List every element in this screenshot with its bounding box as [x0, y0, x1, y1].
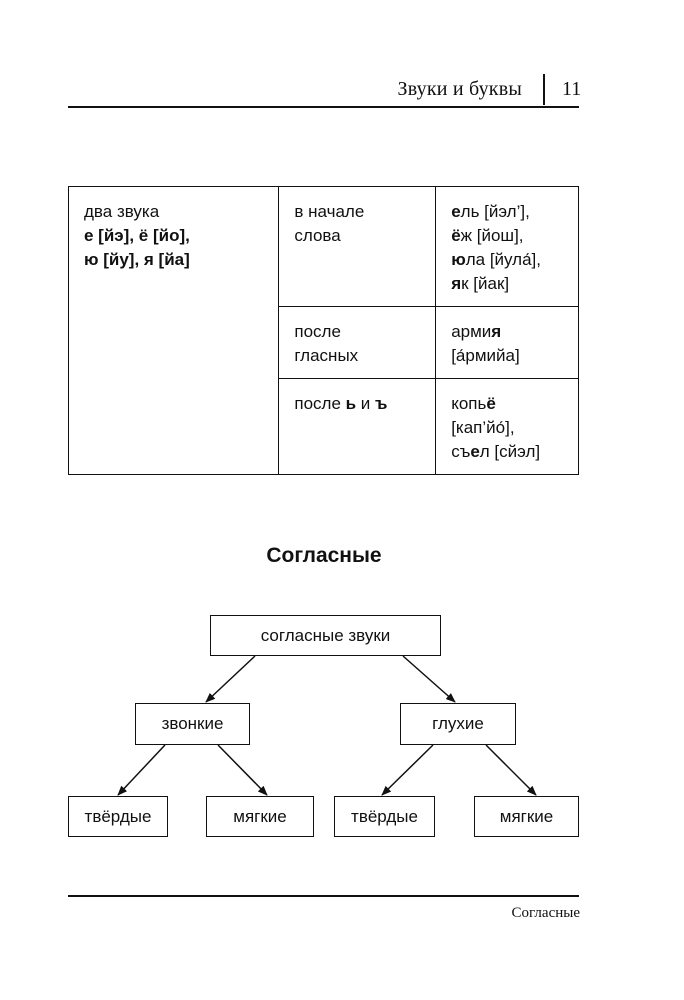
example-line: армия [451, 320, 563, 344]
node-consonant-sounds: согласные звуки [210, 615, 441, 656]
example-rest: к [йак] [461, 274, 510, 293]
examples-cell: копьё [кап’йо́], съел [сйэл] [435, 378, 579, 475]
position-text: после гласных [294, 322, 359, 365]
node-soft-voiceless: мягкие [474, 796, 579, 837]
example-rest: копь [451, 394, 487, 413]
node-voiced: звонкие [135, 703, 250, 745]
header-rule [68, 106, 579, 108]
example-transcription: [кап’йо́], [451, 418, 515, 437]
example-line: юла [йула́], [451, 248, 563, 272]
header-separator [543, 74, 545, 105]
example-transcription: [а́рмийа] [451, 346, 520, 365]
arrow [217, 744, 268, 796]
running-footer: Согласные [511, 905, 580, 921]
vowel-table: два звука е [йэ], ё [йо], ю [йу], я [йа]… [67, 186, 579, 475]
example-rest: ль [йэл’], [460, 202, 530, 221]
arrow [381, 744, 434, 796]
arrow [117, 744, 166, 796]
position-cell: в начале слова [278, 186, 437, 307]
example-letter: я [491, 322, 502, 341]
running-header-title: Звуки и буквы [397, 78, 522, 100]
example-letter: ё [451, 226, 461, 245]
example-line: ель [йэл’], [451, 200, 563, 224]
node-hard-voiceless: твёрдые [334, 796, 435, 837]
position-text: после ь и ъ [294, 392, 420, 416]
example-line: копьё [451, 392, 563, 416]
position-text-part: после [294, 394, 346, 413]
example-rest: ж [йош], [460, 226, 524, 245]
example-rest: арми [451, 322, 492, 341]
soft-sign-letter: ь [345, 394, 357, 413]
example-letter: е [451, 202, 461, 221]
position-cell: после гласных [278, 306, 437, 379]
example-rest: л [сйэл] [479, 442, 541, 461]
vowel-group-letters: ю [йу], я [йа] [84, 250, 190, 269]
position-cell: после ь и ъ [278, 378, 437, 475]
node-soft-voiced: мягкие [206, 796, 314, 837]
page-number: 11 [562, 78, 582, 100]
example-letter: ю [451, 250, 466, 269]
example-letter: я [451, 274, 462, 293]
table-row: после гласных армия [а́рмийа] [69, 306, 579, 379]
footer-rule [68, 895, 579, 897]
example-rest: ла [йула́], [465, 250, 541, 269]
position-text: в начале слова [294, 202, 365, 245]
arrow [402, 655, 456, 703]
table-row: два звука е [йэ], ё [йо], ю [йу], я [йа]… [67, 186, 579, 475]
example-line: як [йак] [451, 272, 563, 296]
examples-cell: армия [а́рмийа] [435, 306, 579, 379]
node-hard-voiced: твёрдые [68, 796, 168, 837]
arrow [205, 655, 256, 703]
table-row: после ь и ъ копьё [кап’йо́], съел [сйэл] [69, 378, 579, 475]
example-line: ёж [йош], [451, 224, 563, 248]
example-letter: ё [486, 394, 496, 413]
examples-cell: ель [йэл’], ёж [йош], юла [йула́], як [й… [435, 186, 579, 307]
arrow [485, 744, 537, 796]
example-letter: е [470, 442, 480, 461]
vowel-group-cell: два звука е [йэ], ё [йо], ю [йу], я [йа] [67, 186, 280, 475]
hard-sign-letter: ъ [375, 394, 388, 413]
section-title: Согласные [266, 544, 382, 567]
example-rest: съ [451, 442, 471, 461]
position-text-part: и [356, 394, 376, 413]
vowel-group-line: два звука [84, 202, 160, 221]
example-line: съел [сйэл] [451, 440, 563, 464]
vowel-group-letters: е [йэ], ё [йо], [84, 226, 190, 245]
node-voiceless: глухие [400, 703, 516, 745]
